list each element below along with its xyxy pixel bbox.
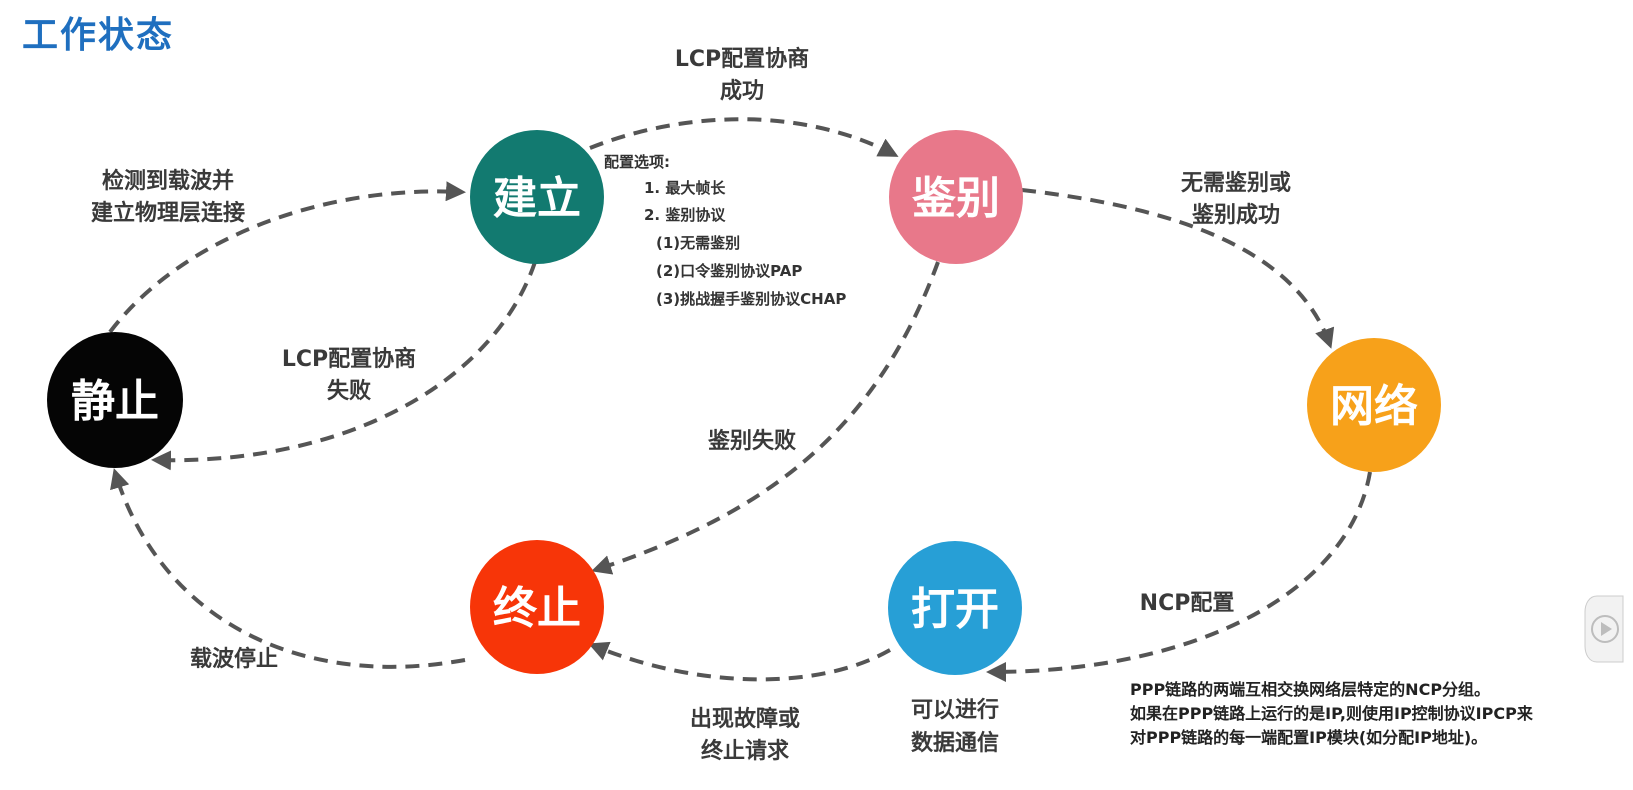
config-options-heading: 配置选项: [604,153,670,171]
edge-label-e8-line1: 载波停止 [190,646,278,672]
node-zhongzhi: 终止 [470,540,604,674]
arrow-jianli-to-jingzhi [151,261,537,471]
node-dakai-circle [888,541,1022,675]
node-jianli-label: 建立 [493,173,581,224]
arrow-jianbie-to-wangluo [1021,188,1335,349]
node-dakai: 打开 [888,541,1022,675]
node-jianli: 建立 [470,130,604,264]
ncp-note-line1: PPP链路的两端互相交换网络层特定的NCP分组。 [1130,680,1490,699]
page-title: 工作状态 [22,15,175,56]
node-jingzhi: 静止 [47,332,183,468]
ncp-note: PPP链路的两端互相交换网络层特定的NCP分组。 如果在PPP链路上运行的是IP… [1130,680,1534,747]
edge-label-e4-line1: 无需鉴别或 [1181,170,1291,196]
node-jianbie: 鉴别 [889,130,1023,264]
node-zhongzhi-label: 终止 [493,583,581,634]
node-jingzhi-circle [47,332,183,468]
node-jianbie-circle [889,130,1023,264]
edge-label-e1-line2: 建立物理层连接 [91,200,245,226]
node-wangluo-circle [1307,338,1441,472]
arrow-dakai-to-zhongzhi [588,641,891,682]
play-icon[interactable] [1583,592,1627,666]
ncp-note-line2: 如果在PPP链路上运行的是IP,则使用IP控制协议IPCP来 [1130,704,1534,723]
edge-label-e2-line2: 成功 [720,79,764,104]
edge-label-e6-line1: NCP配置 [1140,591,1235,616]
node-dakai-label: 打开 [911,584,999,635]
config-options: 配置选项: 1. 最大帧长 2. 鉴别协议 (1)无需鉴别 (2)口令鉴别协议P… [604,153,846,308]
node-wangluo-label: 网络 [1330,381,1418,432]
edge-label-e7-line2: 终止请求 [701,738,789,764]
node-jingzhi-label: 静止 [71,376,159,427]
ncp-note-line3: 对PPP链路的每一端配置IP模块(如分配IP地址)。 [1130,728,1487,747]
edge-label-e5-line1: 鉴别失败 [707,429,796,454]
edge-label-e3-line1: LCP配置协商 [282,346,416,372]
edge-label-e4-line2: 鉴别成功 [1191,203,1280,228]
arrow-zhongzhi-to-jingzhi [110,468,466,669]
open-caption-line1: 可以进行 [911,697,999,723]
node-zhongzhi-circle [470,540,604,674]
arrow-wangluo-to-dakai [986,471,1372,682]
node-wangluo: 网络 [1307,338,1441,472]
config-options-sub1: (1)无需鉴别 [656,234,740,252]
config-options-item2: 2. 鉴别协议 [644,206,726,224]
node-jianbie-label: 鉴别 [911,173,1000,224]
arrow-jianli-to-jianbie [589,117,899,157]
config-options-sub2: (2)口令鉴别协议PAP [656,262,802,280]
arrow-jingzhi-to-jianli [108,181,466,334]
config-options-sub3: (3)挑战握手鉴别协议CHAP [656,290,846,308]
config-options-item1: 1. 最大帧长 [644,179,726,197]
edge-label-e1-line1: 检测到载波并 [102,168,234,194]
node-jianli-circle [470,130,604,264]
edge-label-e2-line1: LCP配置协商 [675,46,809,72]
arrow-jianbie-to-zhongzhi [591,261,940,575]
open-caption-line2: 数据通信 [911,730,999,756]
edge-label-e3-line2: 失败 [327,379,371,404]
edge-label-e7-line1: 出现故障或 [690,706,800,732]
